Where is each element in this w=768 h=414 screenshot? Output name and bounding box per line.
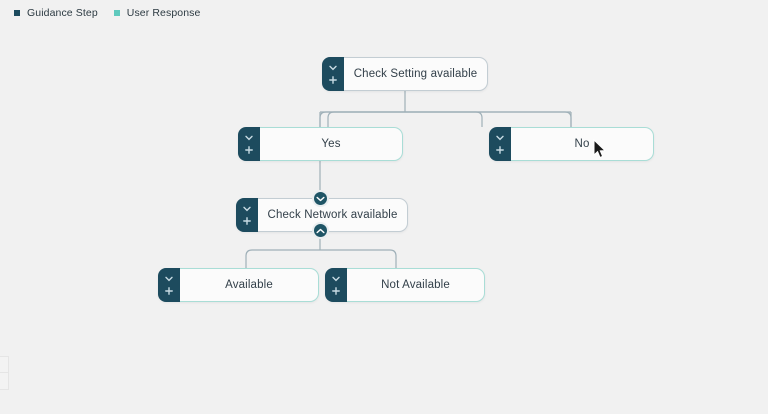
plus-icon[interactable] [496, 146, 504, 154]
plus-icon[interactable] [329, 76, 337, 84]
node-handle-no[interactable] [489, 127, 511, 161]
zoom-in-button[interactable] [0, 356, 9, 373]
node-label-check-network-available: Check Network available [267, 209, 398, 221]
plus-icon[interactable] [165, 287, 173, 295]
chevron-down-icon[interactable] [332, 276, 340, 283]
user-response-swatch-icon [113, 10, 120, 16]
chevron-down-icon[interactable] [165, 276, 173, 283]
zoom-out-button[interactable] [0, 373, 9, 390]
node-yes[interactable]: Yes [238, 127, 403, 161]
legend-label-user-response: User Response [126, 7, 201, 19]
node-handle-check-setting-available[interactable] [322, 57, 344, 91]
legend-label-guidance-step: Guidance Step [27, 7, 98, 19]
plus-icon[interactable] [332, 287, 340, 295]
node-label-yes: Yes [321, 138, 341, 150]
node-handle-not-available[interactable] [325, 268, 347, 302]
node-handle-available[interactable] [158, 268, 180, 302]
chevron-up-icon [316, 228, 325, 233]
chevron-down-icon[interactable] [245, 135, 253, 142]
legend-item-guidance-step: Guidance Step [14, 7, 98, 19]
node-available[interactable]: Available [158, 268, 319, 302]
chevron-down-icon[interactable] [329, 65, 337, 72]
legend: Guidance Step User Response [14, 7, 200, 19]
node-not-available[interactable]: Not Available [325, 268, 485, 302]
chevron-down-icon[interactable] [496, 135, 504, 142]
collapse-down-button-check-network[interactable] [312, 222, 329, 239]
plus-icon[interactable] [243, 217, 251, 225]
zoom-controls[interactable] [0, 356, 9, 390]
chevron-down-icon[interactable] [243, 206, 251, 213]
node-label-not-available: Not Available [381, 279, 450, 291]
node-label-no: No [574, 138, 590, 150]
plus-icon[interactable] [245, 146, 253, 154]
node-handle-yes[interactable] [238, 127, 260, 161]
collapse-up-button-check-network[interactable] [312, 190, 329, 207]
node-no[interactable]: No [489, 127, 654, 161]
node-label-check-setting-available: Check Setting available [353, 68, 478, 80]
node-label-available: Available [225, 279, 273, 291]
chevron-down-icon [316, 196, 325, 201]
node-check-setting-available[interactable]: Check Setting available [322, 57, 488, 91]
node-handle-check-network-available[interactable] [236, 198, 258, 232]
guidance-step-swatch-icon [14, 10, 20, 16]
legend-item-user-response: User Response [113, 7, 201, 19]
